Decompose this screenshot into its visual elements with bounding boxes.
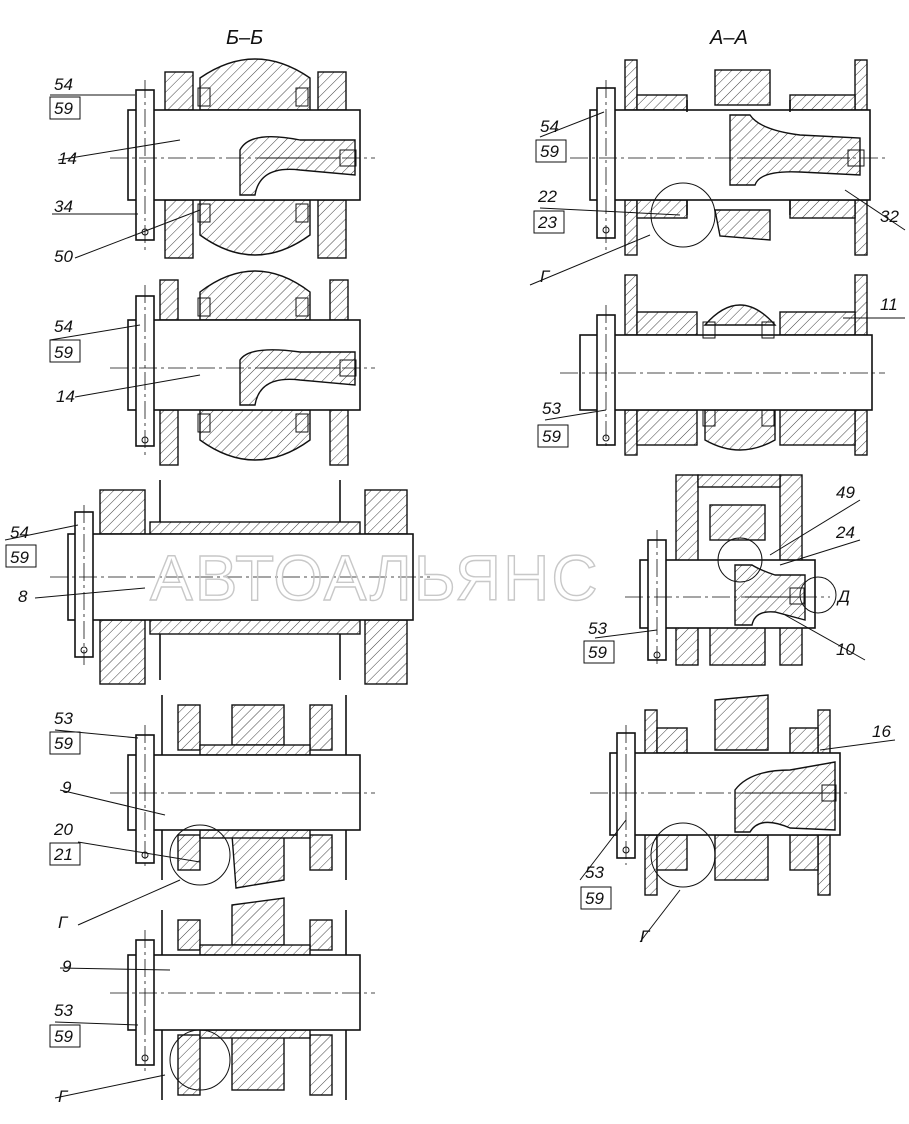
label-59: 59 — [54, 734, 73, 753]
label-59: 59 — [585, 889, 604, 908]
label-59: 59 — [542, 427, 561, 446]
label-G: Г — [58, 913, 69, 932]
label-53: 53 — [588, 619, 607, 638]
label-G: Г — [540, 267, 551, 286]
label-24: 24 — [835, 523, 855, 542]
label-D: Д — [836, 587, 850, 606]
label-8: 8 — [18, 587, 28, 606]
view-shaft-8 — [50, 480, 430, 685]
label-54: 54 — [10, 523, 29, 542]
label-50: 50 — [54, 247, 73, 266]
label-21: 21 — [53, 845, 73, 864]
watermark: АВТОАЛЬЯНС — [150, 542, 600, 614]
view-bb-1 — [110, 58, 375, 259]
label-53: 53 — [542, 399, 561, 418]
label-53: 53 — [54, 709, 73, 728]
label-59: 59 — [54, 1027, 73, 1046]
label-22: 22 — [537, 187, 557, 206]
label-10: 10 — [836, 640, 855, 659]
label-G: Г — [58, 1087, 69, 1106]
label-boxes — [5, 96, 615, 1048]
view-aa-1 — [570, 59, 885, 256]
label-53: 53 — [54, 1001, 73, 1020]
label-11: 11 — [880, 295, 898, 314]
label-14: 14 — [56, 387, 75, 406]
label-54: 54 — [54, 317, 73, 336]
label-59: 59 — [54, 343, 73, 362]
label-34: 34 — [54, 197, 73, 216]
label-53: 53 — [585, 863, 604, 882]
section-title-aa: А–А — [709, 27, 748, 49]
view-shaft-9b — [110, 897, 375, 1100]
label-G: Г — [640, 927, 651, 946]
label-9: 9 — [62, 957, 72, 976]
label-20: 20 — [53, 820, 73, 839]
view-shaft-9a — [110, 695, 375, 889]
view-bb-2 — [110, 270, 375, 466]
label-16: 16 — [872, 722, 891, 741]
view-shaft-11 — [560, 274, 885, 456]
leader-lines — [4, 94, 906, 1099]
label-54: 54 — [54, 75, 73, 94]
view-shaft-16 — [590, 694, 850, 896]
label-54: 54 — [540, 117, 559, 136]
label-23: 23 — [537, 213, 557, 232]
label-59: 59 — [588, 643, 607, 662]
label-59: 59 — [54, 99, 73, 118]
label-9: 9 — [62, 778, 72, 797]
label-59: 59 — [10, 548, 29, 567]
view-shaft-10 — [625, 474, 837, 666]
label-49: 49 — [836, 483, 855, 502]
section-title-bb: Б–Б — [226, 27, 263, 49]
label-32: 32 — [880, 207, 899, 226]
label-59: 59 — [540, 142, 559, 161]
label-14: 14 — [58, 149, 77, 168]
